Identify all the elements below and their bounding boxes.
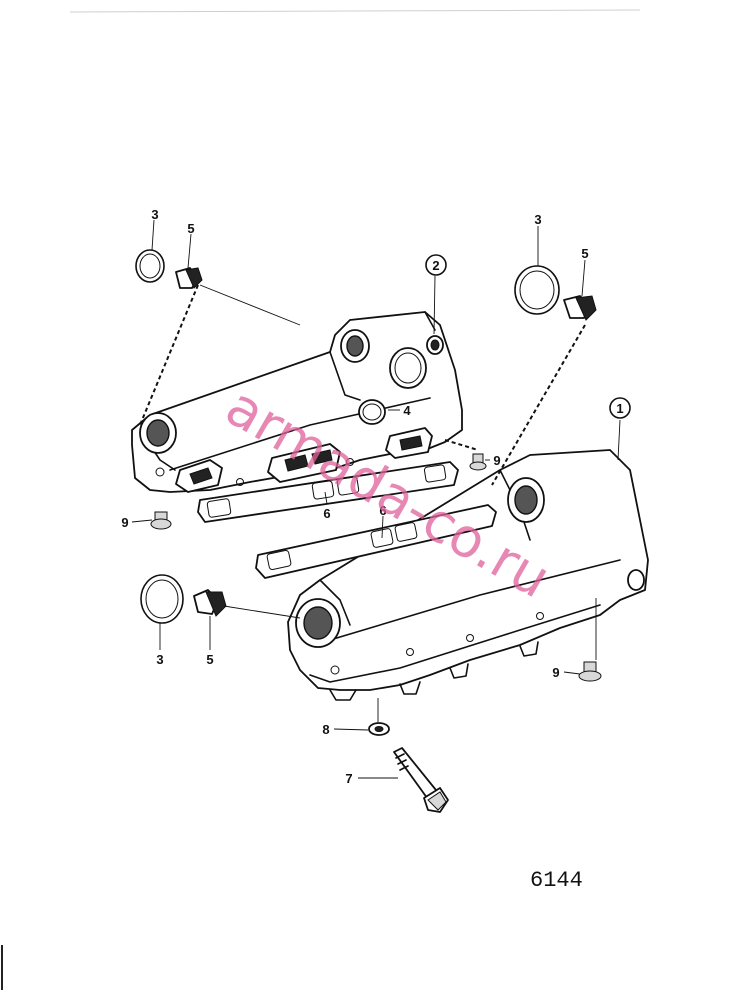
callout-1: 1 <box>616 401 623 416</box>
callout-5-top-right: 5 <box>581 246 588 261</box>
callout-4: 4 <box>403 403 411 418</box>
axis-line-upper <box>199 284 301 326</box>
scan-line <box>69 9 641 13</box>
axis-line-lower <box>223 605 301 619</box>
assembly-line-left <box>139 284 199 426</box>
bolt-9-bottom-right <box>578 661 602 682</box>
callout-8: 8 <box>322 722 329 737</box>
plug-bottom <box>193 589 227 617</box>
bolt-9-right-upper <box>469 453 487 471</box>
assembly-line-right <box>491 324 586 486</box>
drawing-code: 6144 <box>530 868 583 893</box>
callout-9-right-upper: 9 <box>493 453 500 468</box>
plug-top-left <box>175 267 203 289</box>
callout-9-bottom-right: 9 <box>552 665 559 680</box>
callout-3-top-right: 3 <box>534 212 541 227</box>
callout-6-left: 6 <box>323 506 330 521</box>
assembly-line-bolt <box>444 439 479 451</box>
callout-5-top-left: 5 <box>187 221 194 236</box>
exhaust-manifold-lower <box>287 449 649 701</box>
gasket-lower <box>255 504 497 579</box>
manifold-upper-port-flanges <box>175 427 433 493</box>
callout-7: 7 <box>345 771 352 786</box>
exhaust-manifold-upper <box>131 311 463 493</box>
callout-circle-2 <box>425 254 447 276</box>
seal-ring-bottom <box>140 574 184 624</box>
bolt-9-left <box>150 511 172 530</box>
leader-lines <box>131 219 621 779</box>
manifold-lower-end-port <box>303 606 333 640</box>
manifold-upper-end-port <box>146 419 170 447</box>
seal-ring-top-left <box>135 249 165 283</box>
callout-3-top-left: 3 <box>151 207 158 222</box>
callout-3-bottom: 3 <box>156 652 163 667</box>
callout-2: 2 <box>432 258 439 273</box>
callout-circle-1 <box>609 397 631 419</box>
callout-9-left: 9 <box>121 515 128 530</box>
seal-ring-top-right <box>514 265 560 315</box>
washer-8 <box>368 722 390 736</box>
callout-5-bottom: 5 <box>206 652 213 667</box>
plug-top-right <box>563 295 597 321</box>
callout-6-right: 6 <box>379 503 386 518</box>
gasket-upper <box>197 461 459 523</box>
stud-bolt-7 <box>393 747 449 813</box>
